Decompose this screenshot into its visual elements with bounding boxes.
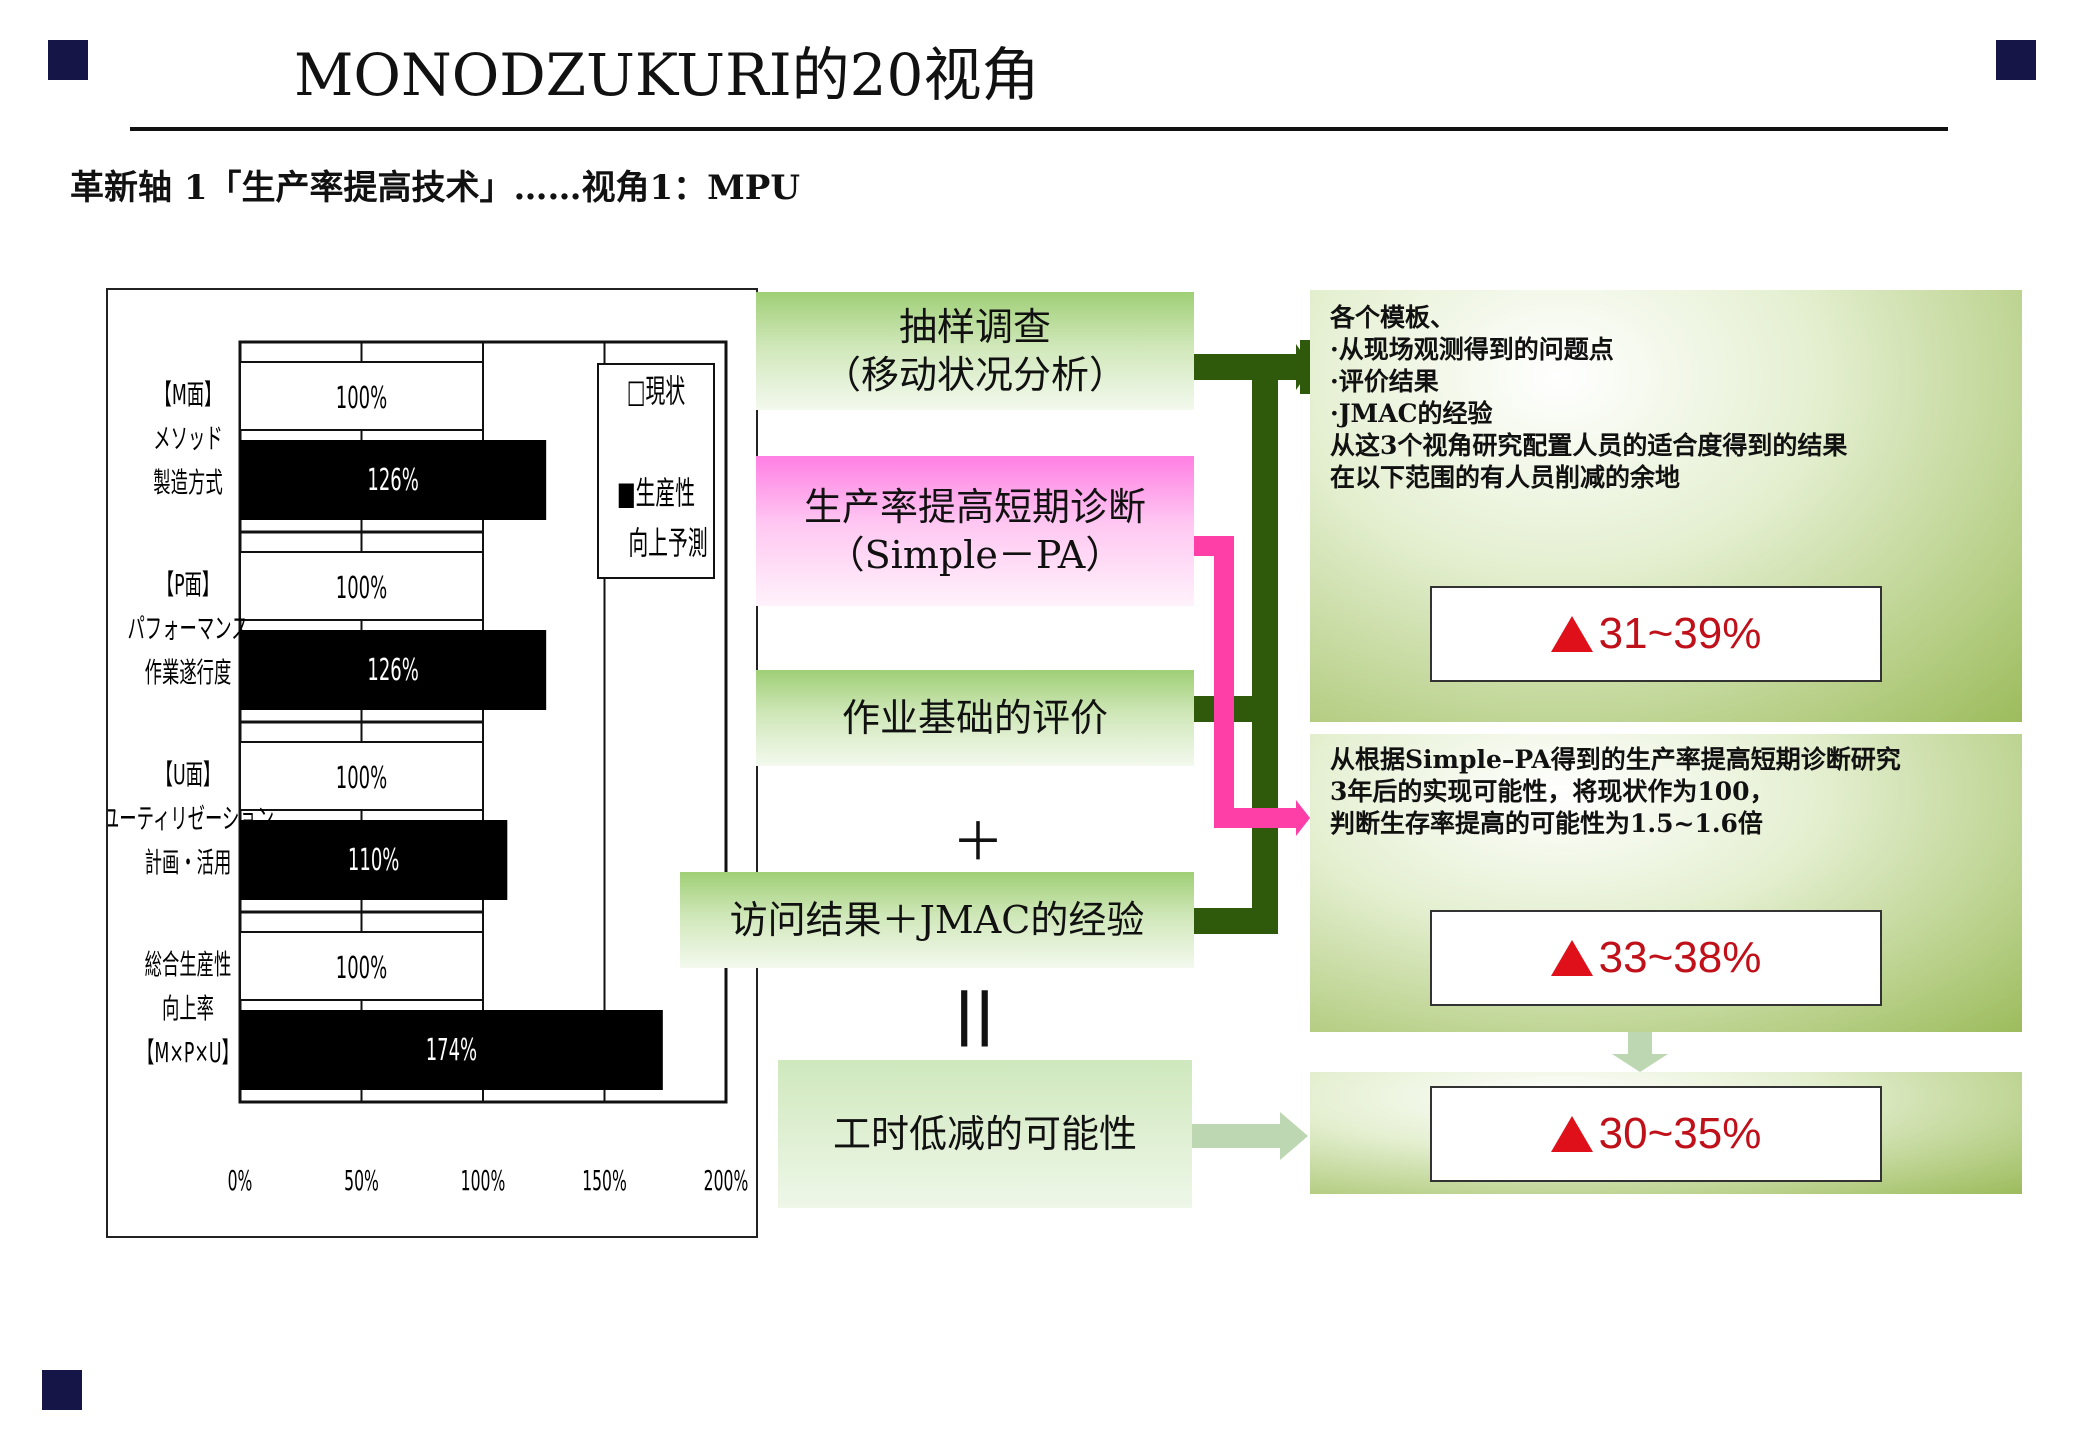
category-label: 計画・活用 [145, 847, 232, 879]
bar-current-label: 100% [336, 380, 387, 415]
result-value-3: 30~35% [1598, 1109, 1762, 1158]
bar-forecast [240, 1010, 663, 1090]
x-tick-label: 100% [461, 1165, 506, 1197]
x-tick-label: 50% [344, 1165, 379, 1197]
equals-sign: || [954, 982, 995, 1047]
category-label: メソッド [153, 423, 222, 455]
result-value-2: 33~38% [1598, 933, 1762, 982]
bar-current [239, 361, 484, 431]
legend-box [597, 363, 715, 579]
bar-current-label: 100% [336, 570, 387, 605]
x-tick-label: 150% [582, 1165, 627, 1197]
bar-forecast-label: 110% [348, 842, 399, 877]
sampling-survey-line2: （移动状况分析） [822, 353, 1127, 397]
bar-chart: 0% 50% 100% 150% 200% 100% 126% 【M面】メソッド製造方式 100… [106, 288, 758, 1238]
category-label: 総合生産性 [145, 949, 232, 981]
legend-item: ■生産性 [617, 475, 695, 512]
result-value-1: 31~39% [1598, 609, 1762, 658]
corner-square-top-left [48, 40, 88, 80]
interview-results-box: 访问结果＋JMAC的经验 [680, 872, 1194, 968]
category-label: 【M面】 [154, 379, 221, 411]
result-panel-1: 各个模板、 ·从现场观测得到的问题点 ·评价结果 ·JMAC的经验 从这3个视角… [1310, 290, 2022, 722]
page-title: MONODZUKURI的20视角 [294, 41, 1040, 109]
panel-2-text: 从根据Simple–PA得到的生产率提高短期诊断研究 3年后的实现可能性，将现状… [1330, 745, 1901, 838]
x-tick-label: 0% [228, 1165, 253, 1197]
category-label: 製造方式 [153, 467, 222, 499]
man-hour-reduction-label: 工时低减的可能性 [832, 1112, 1137, 1156]
corner-square-top-right [1996, 40, 2036, 80]
bar-current [239, 741, 484, 811]
bar-forecast [240, 630, 547, 710]
productivity-diagnosis-box: 生产率提高短期诊断 （Simple－PA） [756, 456, 1194, 606]
productivity-diagnosis-line2: （Simple－PA） [826, 533, 1124, 577]
category-label: 【M×P×U】 [137, 1037, 239, 1069]
result-panel-3: 30~35% [1310, 1072, 2022, 1194]
category-label: 【P面】 [157, 569, 220, 601]
bar-forecast-label: 174% [426, 1032, 477, 1067]
sampling-survey-box: 抽样调查 （移动状况分析） [756, 292, 1194, 410]
legend-item: 向上予測 [628, 525, 707, 562]
category-label: 【U面】 [156, 759, 221, 791]
interview-results-label: 访问结果＋JMAC的经验 [729, 898, 1145, 942]
plus-sign: ＋ [952, 813, 1005, 873]
bar-forecast-label: 126% [367, 652, 418, 687]
legend-item: □現状 [627, 373, 685, 410]
bar-current [239, 931, 484, 1001]
category-label: 作業遂行度 [145, 657, 232, 689]
work-basis-evaluation-box: 作业基础的评价 [756, 670, 1194, 766]
work-basis-evaluation-label: 作业基础的评价 [841, 696, 1108, 740]
triangle-up-icon [1550, 616, 1593, 652]
bar-current-label: 100% [336, 950, 387, 985]
productivity-diagnosis-line1: 生产率提高短期诊断 [803, 485, 1146, 529]
panel-1-text: 各个模板、 ·从现场观测得到的问题点 ·评价结果 ·JMAC的经验 从这3个视角… [1330, 303, 1848, 492]
result-panel-2: 从根据Simple–PA得到的生产率提高短期诊断研究 3年后的实现可能性，将现状… [1310, 734, 2022, 1032]
x-tick-label: 200% [704, 1165, 749, 1197]
pale-arrow-down [1612, 1032, 1668, 1072]
pale-arrow-to-result [1190, 1112, 1308, 1160]
title-divider [130, 127, 1948, 131]
category-label: ユーティリゼーション [108, 803, 274, 835]
dark-green-connector [1190, 338, 1312, 934]
bar-forecast-label: 126% [367, 462, 418, 497]
category-label: 向上率 [162, 993, 214, 1025]
bar-forecast [240, 440, 547, 520]
result-box-1: 31~39% [1430, 586, 1882, 682]
page-subtitle: 革新轴 1「生产率提高技术」……视角1：MPU [70, 168, 801, 208]
pink-connector [1190, 536, 1310, 836]
triangle-up-icon [1550, 940, 1593, 976]
result-box-2: 33~38% [1430, 910, 1882, 1006]
bar-current-label: 100% [336, 760, 387, 795]
result-box-3: 30~35% [1430, 1086, 1882, 1182]
category-label: パフォーマンス [127, 613, 248, 645]
corner-square-bottom-left [42, 1370, 82, 1410]
sampling-survey-line1: 抽样调查 [898, 305, 1051, 349]
bar-forecast [240, 820, 508, 900]
man-hour-reduction-box: 工时低减的可能性 [778, 1060, 1192, 1208]
triangle-up-icon [1550, 1116, 1593, 1152]
bar-current [239, 551, 484, 621]
